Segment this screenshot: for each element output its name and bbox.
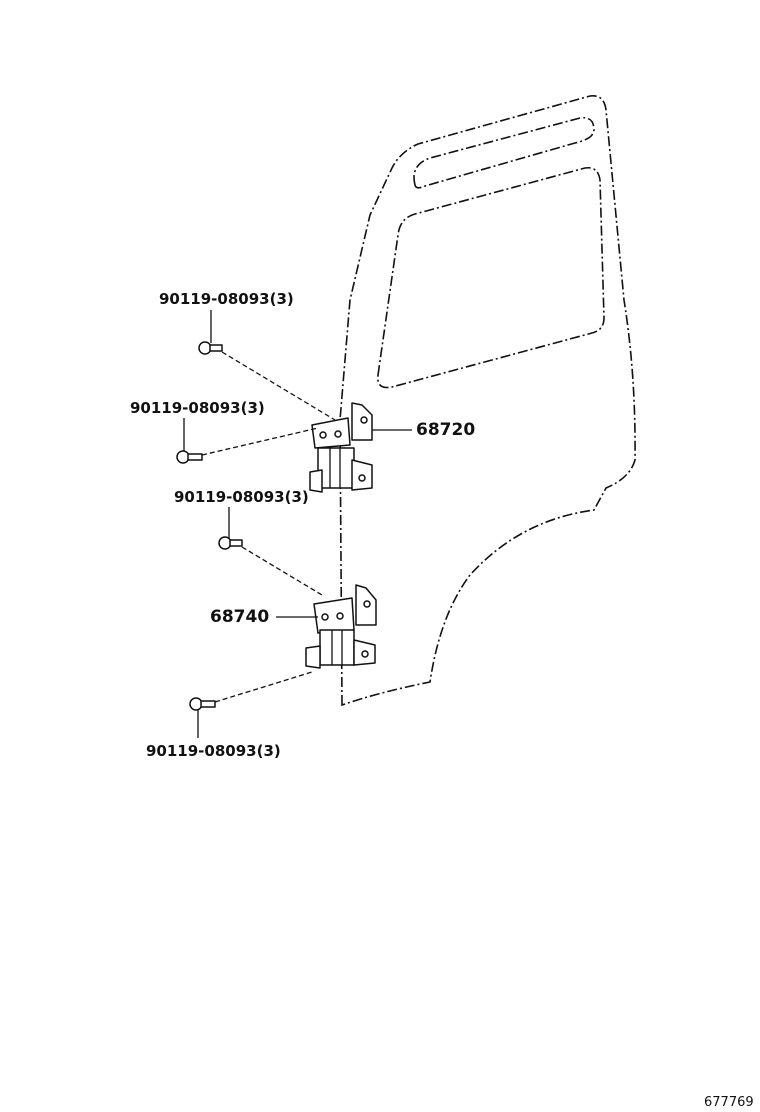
door-main-window [376, 166, 605, 389]
bolt-callout-mid: 90119-08093(3) [174, 488, 309, 506]
bolt-1 [198, 341, 223, 355]
lower-hinge [305, 584, 377, 669]
hinge-callout-lower: 68740 [210, 607, 269, 627]
hinge-callout-upper: 68720 [416, 420, 475, 440]
leader-lines [183, 310, 412, 738]
bolt-2 [176, 450, 203, 464]
installation-lines [201, 351, 336, 703]
door-outline [339, 94, 636, 707]
bolt-callout-top-1: 90119-08093(3) [159, 290, 294, 308]
bolt-callout-top-2: 90119-08093(3) [130, 399, 265, 417]
bolt-4 [189, 697, 216, 711]
bolt-callout-bottom: 90119-08093(3) [146, 742, 281, 760]
upper-hinge [309, 402, 373, 493]
reference-number: 677769 [704, 1095, 754, 1110]
bolt-3 [218, 536, 243, 550]
door-upper-window [413, 116, 595, 189]
